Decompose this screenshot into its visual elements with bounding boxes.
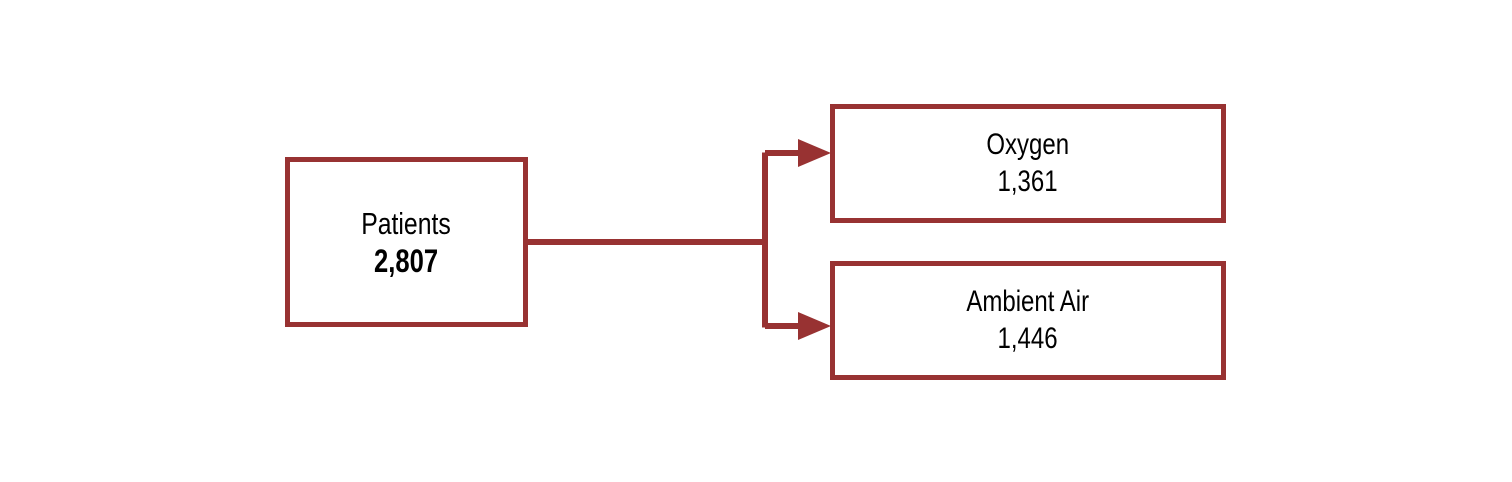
node-patients-value: 2,807 (374, 242, 439, 279)
node-patients-label: Patients (361, 205, 452, 241)
node-patients[interactable]: Patients 2,807 (285, 157, 528, 327)
arrowhead-oxygen-icon (798, 139, 831, 167)
node-ambient-air[interactable]: Ambient Air 1,446 (830, 261, 1226, 380)
node-ambient-air-label: Ambient Air (966, 285, 1090, 318)
node-oxygen[interactable]: Oxygen 1,361 (830, 104, 1226, 223)
node-ambient-air-value: 1,446 (997, 322, 1059, 355)
arrowhead-ambient-air-icon (798, 312, 831, 340)
node-oxygen-value: 1,361 (997, 165, 1059, 198)
node-oxygen-label: Oxygen (986, 128, 1070, 161)
